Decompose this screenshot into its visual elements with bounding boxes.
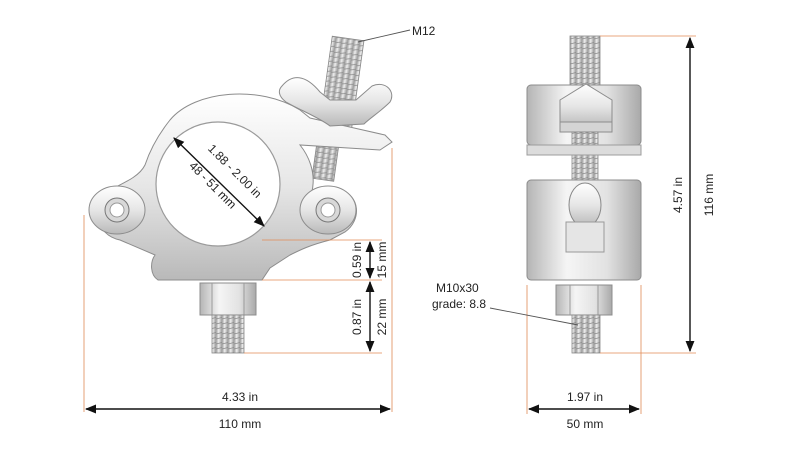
front-bottom-nut xyxy=(555,284,613,316)
right-pivot xyxy=(299,185,357,235)
label-height-mm: 116 mm xyxy=(702,174,716,216)
bottom-bolt xyxy=(199,282,257,354)
label-depth-in: 1.97 in xyxy=(567,390,603,404)
label-width-mm: 110 mm xyxy=(219,417,261,431)
label-width-in: 4.33 in xyxy=(222,390,258,404)
bottom-bolt-leader xyxy=(489,307,579,326)
label-depth-mm: 50 mm xyxy=(567,417,604,431)
label-gap-in: 0.59 in xyxy=(350,242,364,278)
extension-lines xyxy=(83,35,696,414)
dimension-arrows xyxy=(84,36,695,414)
label-thread-mm: 22 mm xyxy=(375,299,389,336)
front-bottom-thread xyxy=(571,314,601,354)
bore-dimension-line xyxy=(173,137,265,227)
clamp-side-view xyxy=(88,35,393,354)
front-mid-thread xyxy=(571,131,599,183)
label-gap-mm: 15 mm xyxy=(375,242,389,279)
label-thread-in: 0.87 in xyxy=(350,299,364,335)
label-bolt-bottom-size: M10x30 xyxy=(436,281,479,295)
wing-nut xyxy=(278,77,393,127)
left-pivot xyxy=(88,185,146,235)
label-bolt-bottom-grade: grade: 8.8 xyxy=(432,297,486,311)
clamp-front-view xyxy=(526,35,642,354)
front-swivel xyxy=(568,182,602,228)
label-height-in: 4.57 in xyxy=(671,177,685,213)
top-bolt-leader xyxy=(357,29,411,43)
label-bolt-top: M12 xyxy=(412,24,436,38)
